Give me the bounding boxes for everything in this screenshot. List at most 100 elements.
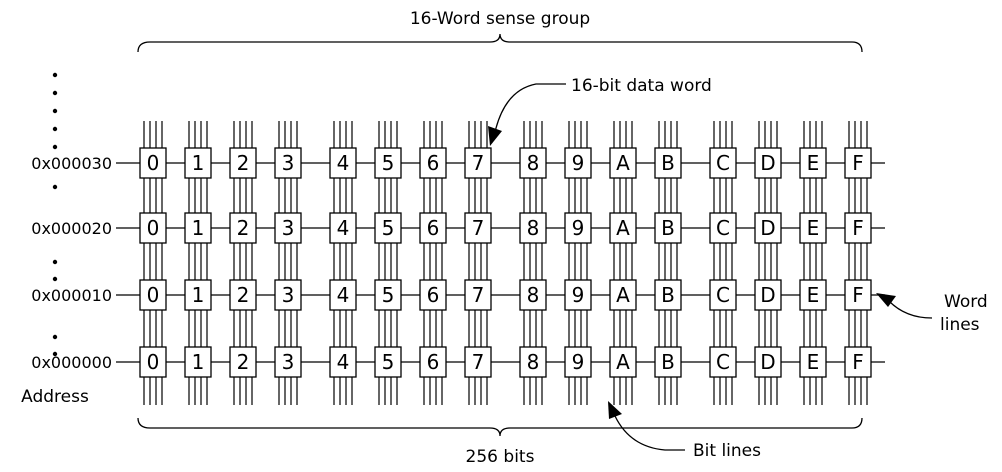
cell-box bbox=[139, 212, 167, 244]
data-word-arrowhead bbox=[488, 126, 502, 146]
cell-box bbox=[419, 346, 447, 378]
memory-cell: 7 bbox=[464, 279, 492, 311]
cell-box bbox=[654, 346, 682, 378]
memory-cell: 2 bbox=[229, 212, 257, 244]
memory-cell: A bbox=[609, 279, 637, 311]
cell-box bbox=[519, 279, 547, 311]
memory-cell: 9 bbox=[564, 212, 592, 244]
memory-cell: D bbox=[754, 346, 782, 378]
memory-cell: E bbox=[799, 147, 827, 179]
cell-box bbox=[139, 147, 167, 179]
memory-cell: D bbox=[754, 279, 782, 311]
cell-label: 1 bbox=[192, 216, 205, 240]
cell-box bbox=[329, 212, 357, 244]
cell-label: 3 bbox=[282, 283, 295, 307]
data-word-label: 16-bit data word bbox=[571, 76, 712, 96]
cell-label: 2 bbox=[237, 283, 250, 307]
cell-box bbox=[754, 147, 782, 179]
cell-box bbox=[329, 346, 357, 378]
cell-label: 6 bbox=[427, 283, 440, 307]
cell-label: F bbox=[852, 151, 864, 175]
cell-box bbox=[139, 279, 167, 311]
cell-box bbox=[464, 147, 492, 179]
memory-cell: 8 bbox=[519, 279, 547, 311]
memory-cell: 8 bbox=[519, 147, 547, 179]
cell-label: A bbox=[616, 151, 630, 175]
memory-cell: D bbox=[754, 212, 782, 244]
cell-label: 8 bbox=[527, 216, 540, 240]
memory-cell: 6 bbox=[419, 346, 447, 378]
cell-box bbox=[754, 279, 782, 311]
cell-box bbox=[754, 212, 782, 244]
cell-label: 2 bbox=[237, 151, 250, 175]
cell-box bbox=[709, 346, 737, 378]
word-lines-label-line1: Word bbox=[944, 292, 988, 312]
cell-label: 0 bbox=[147, 151, 160, 175]
cell-box bbox=[274, 212, 302, 244]
memory-cell: 0 bbox=[139, 346, 167, 378]
cell-label: E bbox=[807, 151, 820, 175]
cell-label: D bbox=[760, 216, 775, 240]
memory-cell: 6 bbox=[419, 279, 447, 311]
cell-label: D bbox=[760, 350, 775, 374]
memory-cell: 3 bbox=[274, 279, 302, 311]
row-address: 0x000010 bbox=[31, 286, 112, 305]
cell-label: 3 bbox=[282, 216, 295, 240]
cell-label: 4 bbox=[337, 216, 350, 240]
memory-cell: 1 bbox=[184, 346, 212, 378]
word-lines-arrow bbox=[887, 299, 933, 319]
memory-cell: 9 bbox=[564, 279, 592, 311]
cell-label: C bbox=[716, 283, 730, 307]
cell-box bbox=[799, 147, 827, 179]
memory-cell: 2 bbox=[229, 346, 257, 378]
cell-box bbox=[799, 212, 827, 244]
cell-box bbox=[274, 147, 302, 179]
address-label: Address bbox=[21, 387, 89, 407]
cell-box bbox=[419, 212, 447, 244]
memory-cell: 7 bbox=[464, 346, 492, 378]
cell-label: 1 bbox=[192, 151, 205, 175]
address-ellipsis-between bbox=[52, 184, 58, 357]
memory-cell: 5 bbox=[374, 346, 402, 378]
memory-cell: C bbox=[709, 279, 737, 311]
cell-box bbox=[464, 212, 492, 244]
cell-box bbox=[374, 279, 402, 311]
row-address: 0x000020 bbox=[31, 219, 112, 238]
cell-label: D bbox=[760, 283, 775, 307]
cell-label: E bbox=[807, 216, 820, 240]
cell-label: A bbox=[616, 283, 630, 307]
data-word-arrow bbox=[494, 83, 566, 133]
cell-box bbox=[654, 212, 682, 244]
memory-cell: 6 bbox=[419, 212, 447, 244]
cell-box bbox=[229, 147, 257, 179]
cell-box bbox=[419, 279, 447, 311]
cell-label: 8 bbox=[527, 283, 540, 307]
cell-box bbox=[374, 212, 402, 244]
cell-box bbox=[609, 212, 637, 244]
cell-label: B bbox=[661, 350, 675, 374]
cell-box bbox=[609, 346, 637, 378]
row-address: 0x000030 bbox=[31, 154, 112, 173]
cell-label: A bbox=[616, 350, 630, 374]
memory-cell: A bbox=[609, 147, 637, 179]
cell-box bbox=[184, 212, 212, 244]
cell-label: F bbox=[852, 216, 864, 240]
memory-cell: 3 bbox=[274, 147, 302, 179]
cell-box bbox=[654, 279, 682, 311]
cell-label: A bbox=[616, 216, 630, 240]
cell-box bbox=[519, 147, 547, 179]
memory-cell: E bbox=[799, 212, 827, 244]
memory-cell: C bbox=[709, 212, 737, 244]
cell-label: 3 bbox=[282, 350, 295, 374]
cell-label: 3 bbox=[282, 151, 295, 175]
cell-box bbox=[844, 147, 872, 179]
cell-label: 6 bbox=[427, 151, 440, 175]
cell-label: D bbox=[760, 151, 775, 175]
cell-box bbox=[274, 346, 302, 378]
cell-label: 8 bbox=[527, 350, 540, 374]
cell-box bbox=[374, 147, 402, 179]
